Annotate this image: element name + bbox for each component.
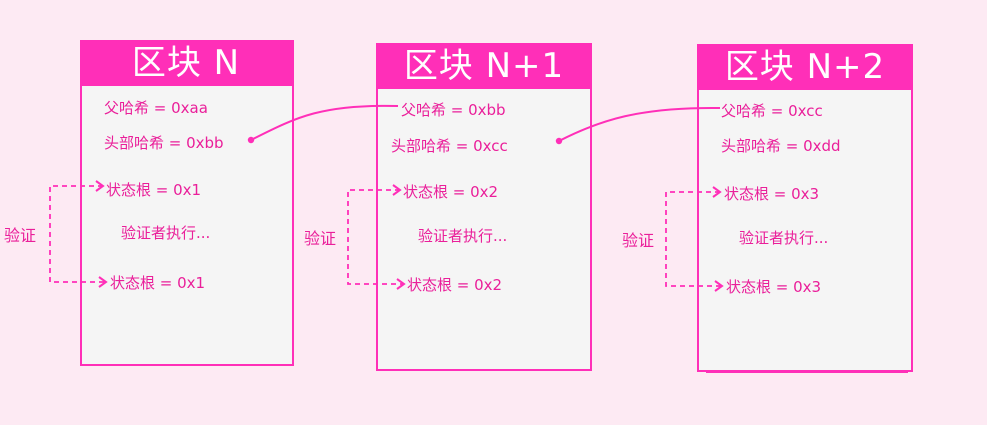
block-n-plus-1: 区块 N+1 父哈希 = 0xbb 头部哈希 = 0xcc 状态根 = 0x2 … xyxy=(376,43,592,373)
block-n: 区块 N 父哈希 = 0xaa 头部哈希 = 0xbb 状态根 = 0x1 验证… xyxy=(80,40,294,368)
header-hash: 头部哈希 = 0xbb xyxy=(104,134,224,152)
block-title: 区块 N+2 xyxy=(697,44,913,90)
header-hash: 头部哈希 = 0xcc xyxy=(391,137,508,155)
hash-link-dot xyxy=(247,136,255,144)
hash-link-n-to-n1 xyxy=(250,104,399,141)
block-title: 区块 N xyxy=(80,40,292,86)
parent-hash: 父哈希 = 0xcc xyxy=(721,102,823,120)
arrow-head xyxy=(714,280,724,292)
parent-hash: 父哈希 = 0xbb xyxy=(401,101,506,119)
hash-link-n1-to-n2 xyxy=(558,106,721,142)
state-root-top: 状态根 = 0x1 xyxy=(106,181,202,199)
arrow-head xyxy=(392,184,402,196)
state-root-top: 状态根 = 0x2 xyxy=(403,183,499,201)
verify-bracket-n xyxy=(49,185,106,283)
validator-executing: 验证者执行... xyxy=(121,224,211,242)
verify-label: 验证 xyxy=(304,229,337,248)
block-title: 区块 N+1 xyxy=(376,43,592,89)
arrow-head xyxy=(396,278,406,290)
parent-hash: 父哈希 = 0xaa xyxy=(104,99,208,117)
verify-label: 验证 xyxy=(622,231,655,250)
state-root-bottom: 状态根 = 0x2 xyxy=(407,276,503,294)
state-root-top: 状态根 = 0x3 xyxy=(724,185,820,203)
state-root-bottom: 状态根 = 0x1 xyxy=(110,274,206,292)
arrow-head xyxy=(98,276,108,288)
state-root-bottom: 状态根 = 0x3 xyxy=(726,278,822,296)
arrow-head xyxy=(95,180,105,192)
verify-label: 验证 xyxy=(4,226,37,245)
validator-executing: 验证者执行... xyxy=(418,227,508,245)
block-body xyxy=(80,40,294,366)
block-body xyxy=(697,44,913,372)
verify-bracket-n1 xyxy=(347,189,404,285)
block-body xyxy=(376,43,592,371)
header-hash: 头部哈希 = 0xdd xyxy=(721,137,841,155)
arrow-head xyxy=(712,186,722,198)
block-n-plus-2: 区块 N+2 父哈希 = 0xcc 头部哈希 = 0xdd 状态根 = 0x3 … xyxy=(697,44,913,374)
validator-executing: 验证者执行... xyxy=(739,229,829,247)
hash-link-dot xyxy=(555,137,563,145)
verify-bracket-n2 xyxy=(665,191,722,287)
